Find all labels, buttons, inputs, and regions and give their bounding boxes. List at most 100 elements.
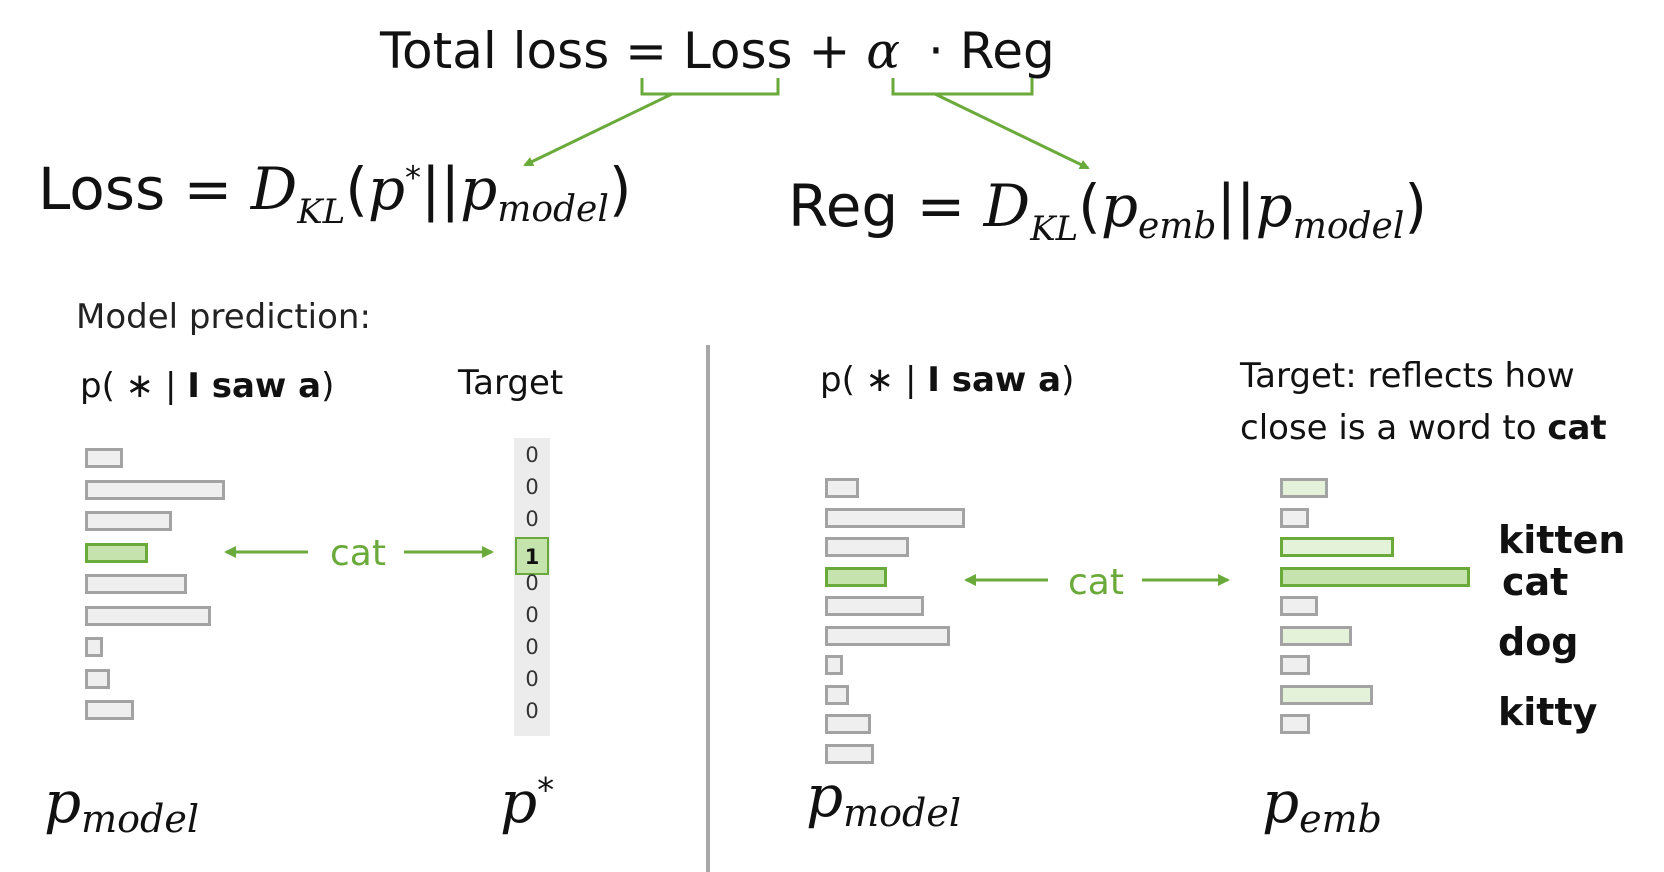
emb-bar-4	[1280, 596, 1318, 616]
right-model-bar-7	[825, 684, 849, 705]
right-model-bar-4	[825, 596, 924, 616]
left-model-bar-5	[85, 605, 211, 626]
right-model-bar-1	[825, 507, 965, 528]
left-model-bar-1	[85, 479, 225, 500]
left-pred-bar: |	[154, 366, 188, 406]
target-cell-3: 1	[515, 537, 549, 575]
left-cat-word: cat	[330, 533, 386, 574]
target-cell-5: 0	[525, 603, 539, 627]
target-column	[514, 438, 550, 736]
left-model-bar-8	[85, 700, 134, 720]
emb-bar-8	[1280, 714, 1310, 734]
right-model-bar-2	[825, 537, 909, 557]
reg-eq-p1: p	[1100, 172, 1138, 240]
emb-bar-6	[1280, 655, 1310, 675]
right-pred-close: )	[1061, 360, 1075, 400]
loss-eq-p1: p	[367, 155, 405, 223]
target-cell-6: 0	[525, 635, 539, 659]
left-cat-arrow	[224, 546, 494, 558]
emb-bar-1	[1280, 507, 1309, 528]
right-model-bar-8	[825, 714, 871, 734]
left-pred-star: ∗	[125, 366, 155, 406]
right-pmodel-sub: model	[843, 791, 962, 835]
loss-eq-p1-sup: *	[404, 158, 421, 197]
right-model-bar-6	[825, 655, 843, 675]
total-loss-loss-term: Loss	[682, 22, 793, 80]
left-heading: Model prediction:	[76, 297, 371, 337]
right-pred-star: ∗	[865, 360, 895, 400]
right-model-bar-5	[825, 625, 950, 646]
left-model-bar-2	[85, 511, 172, 531]
right-pmodel-p: p	[806, 762, 844, 830]
loss-eq-D-sub: KL	[297, 192, 346, 232]
left-model-bar-0	[85, 448, 123, 468]
emb-bar-2	[1280, 537, 1394, 557]
right-target-line2: close is a word to cat	[1240, 408, 1607, 448]
left-model-bar-3	[85, 542, 148, 563]
right-pmodel-label: pmodel	[806, 762, 961, 835]
formula-connectors	[523, 78, 1090, 170]
right-pred-bar: |	[894, 360, 928, 400]
word-dog: dog	[1498, 620, 1579, 664]
pstar-sup: *	[537, 770, 555, 811]
target-cell-1: 0	[525, 475, 539, 499]
reg-eq-p1-sub: emb	[1137, 206, 1217, 247]
emb-bar-0	[1280, 478, 1328, 498]
total-loss-reg-term: Reg	[959, 22, 1055, 80]
word-kitty: kitty	[1498, 690, 1598, 734]
loss-eq-sep: ||	[420, 155, 461, 223]
emb-bar-5	[1280, 625, 1352, 646]
total-loss-prefix: Total loss =	[380, 22, 683, 80]
emb-bar-3	[1280, 566, 1470, 587]
reg-brace	[891, 78, 1034, 96]
left-pmodel-p: p	[44, 768, 82, 836]
target-cell-0: 0	[525, 443, 539, 467]
reg-eq-lhs: Reg =	[788, 172, 984, 240]
left-pred-open: p(	[80, 366, 126, 406]
loss-eq-p2: p	[460, 155, 498, 223]
right-pred-open: p(	[820, 360, 866, 400]
loss-arrow	[523, 92, 673, 167]
reg-eq-D: D	[983, 172, 1031, 240]
right-target-line2-bold: cat	[1547, 408, 1607, 448]
loss-brace	[640, 78, 780, 96]
left-model-bar-4	[85, 574, 187, 594]
word-kitten: kitten	[1498, 518, 1626, 562]
total-loss-dot: ·	[912, 22, 960, 80]
reg-eq-p2-sub: model	[1292, 206, 1405, 247]
left-target-label: Target	[458, 363, 564, 403]
reg-eq-close: )	[1404, 172, 1428, 240]
loss-eq-lhs: Loss =	[38, 155, 251, 223]
total-loss-formula: Total loss = Loss + α · Reg	[380, 22, 1055, 80]
right-target-line2-prefix: close is a word to	[1240, 408, 1548, 448]
reg-eq-p2: p	[1255, 172, 1293, 240]
right-pred-context: I saw a	[927, 360, 1062, 400]
word-cat: cat	[1502, 560, 1569, 604]
reg-eq-sep: ||	[1216, 172, 1256, 240]
loss-eq-open: (	[345, 155, 368, 223]
reg-eq-open: (	[1078, 172, 1101, 240]
pstar-label: p*	[500, 768, 554, 836]
reg-eq-D-sub: KL	[1030, 209, 1079, 249]
pemb-p: p	[1262, 768, 1300, 836]
reg-arrow	[934, 92, 1090, 170]
loss-eq-close: )	[608, 155, 632, 223]
left-pmodel-label: pmodel	[44, 768, 199, 841]
total-loss-plus: +	[792, 22, 867, 80]
target-cell-2: 0	[525, 507, 539, 531]
left-pred-context: I saw a	[187, 366, 322, 406]
right-cat-word: cat	[1068, 562, 1124, 603]
left-pred-label: p( ∗ | I saw a)	[80, 366, 334, 406]
right-model-bar-3	[825, 566, 887, 587]
target-cell-7: 0	[525, 667, 539, 691]
loss-eq-p2-sub: model	[497, 189, 609, 230]
pemb-label: pemb	[1262, 768, 1382, 841]
loss-equation: Loss = DKL(p*||pmodel)	[38, 155, 632, 232]
pemb-sub: emb	[1299, 797, 1382, 841]
right-cat-arrow	[964, 574, 1230, 586]
panel-divider	[706, 345, 710, 872]
left-pmodel-sub: model	[81, 797, 200, 841]
right-model-bar-9	[825, 743, 874, 764]
right-model-bar-0	[825, 478, 859, 498]
right-pred-label: p( ∗ | I saw a)	[820, 360, 1074, 400]
